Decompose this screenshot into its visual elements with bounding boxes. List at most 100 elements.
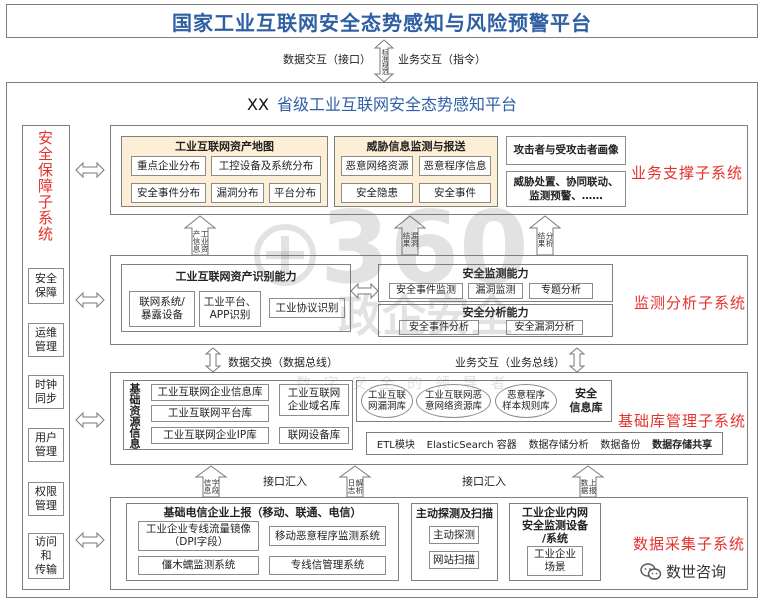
base-resource-item: 工业互联网 企业域名库 [279, 384, 349, 416]
up-arrow-vuln-result-label: 漏洞结果 [402, 231, 418, 247]
base-resource-item: 联网设备库 [279, 427, 349, 444]
security-subsystem-column: 安全 保障 运维 管理 时钟 同步 用户 管理 权限 管理 访问 和 传输 [22, 125, 70, 590]
asset-map-item: 安全事件分布 [131, 183, 206, 203]
national-platform-title: 国家工业互联网安全态势感知与风险预警平台 [172, 10, 592, 35]
telecom-item: 移动恶意程序监测系统 [269, 526, 386, 546]
threat-item: 安全事件 [419, 183, 491, 203]
threat-item: 恶意网络资源 [341, 156, 413, 176]
storage-item: ElasticSearch 容器 [426, 440, 517, 451]
asset-map-item: 漏洞分布 [211, 183, 264, 203]
base-library-label: 基础库管理子系统 [618, 412, 747, 430]
security-analysis-item: 安全事件分析 [399, 320, 479, 335]
interface-import-left-label: 接口汇入 [263, 475, 307, 488]
double-arrow-monitor-icon [75, 291, 105, 309]
enterprise-monitor-panel: 工业企业内网 安全监测设备 /系统 工业企业 场景 [509, 503, 601, 581]
data-exchange-interface-label: 数据交互（接口） [283, 53, 371, 66]
national-province-arrow-label: 标准规范 [380, 48, 388, 75]
base-resource-title: 基础资源信息 [128, 383, 141, 449]
business-exchange-command-label: 业务交互（指令） [398, 53, 486, 66]
security-monitor-item: 安全事件监测 [389, 283, 463, 299]
asset-id-item: 工业协议识别 [269, 298, 345, 318]
storage-item-highlight: 数据存储共享 [652, 440, 713, 451]
threat-item: 安全隐患 [341, 183, 413, 203]
brand-name: 数世咨询 [666, 563, 727, 581]
security-analysis-title: 安全分析能力 [462, 306, 529, 319]
monitor-analysis-layer: 工业互联网资产识别能力 联网系统/ 暴露设备 工业平台、 APP识别 工业协议识… [110, 255, 748, 345]
asset-map-item: 工控设备及系统分布 [211, 156, 321, 176]
asset-map-title: 工业互联网资产地图 [175, 140, 274, 153]
business-support-label: 业务支撑子系统 [631, 164, 744, 182]
security-monitor-title: 安全监测能力 [462, 267, 529, 280]
active-probe-title: 主动探测及扫描 [416, 507, 493, 520]
security-monitor-item: 专题分析 [529, 283, 593, 299]
up-arrow-report-data-label: 上报数据 [580, 478, 596, 494]
security-library-item: 恶意程序 样本规则库 [495, 384, 557, 418]
up-arrow-analysis-result-label: 分析结果 [537, 231, 553, 247]
base-resource-item: 工业互联网企业IP库 [151, 427, 269, 444]
security-analysis-panel: 安全分析能力 安全事件分析 安全漏洞分析 [378, 304, 613, 337]
up-arrow-parse-log-label: 解析日志 [347, 478, 363, 494]
threat-monitor-panel: 威胁信息监测与报送 恶意网络资源 恶意程序信息 安全隐患 安全事件 [334, 136, 498, 207]
monitor-analysis-label: 监测分析子系统 [634, 294, 747, 312]
storage-item: 数据存储分析 [528, 440, 589, 451]
double-arrow-business-icon [75, 161, 105, 179]
asset-id-item: 联网系统/ 暴露设备 [129, 291, 195, 327]
security-item-ops: 运维 管理 [28, 323, 64, 357]
national-platform-header: 国家工业互联网安全态势感知与风险预警平台 [6, 4, 758, 38]
asset-identification-title: 工业互联网资产识别能力 [175, 270, 297, 283]
storage-bar: ETL模块 ElasticSearch 容器 数据存储分析 数据备份 数据存储共… [366, 432, 723, 455]
asset-map-item: 重点企业分布 [131, 156, 206, 176]
data-bus-label: 数据交换（数据总线） [228, 356, 338, 369]
active-probe-panel: 主动探测及扫描 主动探测 网站扫描 [411, 503, 498, 581]
active-probe-item: 网站扫描 [429, 551, 479, 569]
threat-monitor-title: 威胁信息监测与报送 [366, 140, 466, 153]
business-bus-double-arrow-icon [568, 347, 586, 373]
security-item-access-transfer: 访问 和 传输 [28, 533, 64, 579]
active-probe-item: 主动探测 [429, 526, 479, 544]
security-monitor-panel: 安全监测能力 安全事件监测 漏洞监测 专题分析 [378, 264, 613, 302]
asset-identification-panel: 工业互联网资产识别能力 联网系统/ 暴露设备 工业平台、 APP识别 工业协议识… [121, 264, 351, 332]
up-arrow-asset-info-label: 工业资产信息 [192, 229, 208, 253]
data-bus-double-arrow-icon [204, 347, 222, 373]
security-item-permission: 权限 管理 [28, 482, 64, 516]
security-item-user-mgmt: 用户 管理 [28, 428, 64, 462]
telecom-item: 僵木蠕监测系统 [138, 556, 259, 575]
base-resource-item: 工业互联网平台库 [151, 405, 269, 422]
security-info-library-panel: 工业互联 网漏洞库 工业互联网恶 意网络资源库 恶意程序 样本规则库 安全 信息… [356, 380, 612, 422]
telecom-report-panel: 基础电信企业上报（移动、联通、电信） 工业企业专线流量镜像 （DPI字段） 移动… [126, 503, 399, 581]
telecom-report-title: 基础电信企业上报（移动、联通、电信） [163, 506, 362, 519]
double-arrow-collect-icon [75, 531, 105, 549]
security-monitor-item: 漏洞监测 [468, 283, 523, 299]
telecom-item: 工业企业专线流量镜像 （DPI字段） [138, 521, 259, 551]
storage-item: 数据备份 [600, 440, 641, 451]
interface-import-right-label: 接口汇入 [462, 475, 506, 488]
telecom-item: 专线信管理系统 [269, 556, 386, 575]
wechat-icon [640, 563, 662, 580]
up-arrow-field-info-label: 字段信息 [203, 478, 219, 494]
data-collection-label: 数据采集子系统 [633, 535, 746, 553]
security-analysis-item: 安全漏洞分析 [506, 320, 583, 335]
attacker-profile-panel: 攻击者与受攻击者画像 [506, 136, 626, 165]
security-library-title: 安全 信息库 [569, 387, 603, 414]
threat-disposal-panel: 威胁处置、协同联动、 监测预警、…… [506, 171, 626, 207]
security-item-clock-sync: 时钟 同步 [28, 375, 64, 409]
security-library-item: 工业互联网恶 意网络资源库 [416, 384, 491, 418]
double-arrow-baselib-icon [75, 411, 105, 429]
base-library-layer: 基础资源信息 工业互联网企业信息库 工业互联网平台库 工业互联网企业IP库 工业… [110, 372, 748, 465]
enterprise-monitor-title: 工业企业内网 安全监测设备 /系统 [522, 506, 588, 546]
double-arrow-capability-icon [350, 282, 379, 300]
asset-map-item: 平台分布 [269, 183, 321, 203]
data-collection-layer: 基础电信企业上报（移动、联通、电信） 工业企业专线流量镜像 （DPI字段） 移动… [110, 497, 748, 590]
asset-id-item: 工业平台、 APP识别 [199, 291, 261, 327]
base-resource-item: 工业互联网企业信息库 [151, 384, 269, 401]
storage-item: ETL模块 [376, 440, 415, 451]
business-bus-label: 业务交互（业务总线） [455, 356, 565, 369]
province-title-text: 省级工业互联网安全态势感知平台 [276, 95, 517, 114]
asset-map-panel: 工业互联网资产地图 重点企业分布 工控设备及系统分布 安全事件分布 漏洞分布 平… [121, 136, 328, 207]
threat-item: 恶意程序信息 [419, 156, 491, 176]
security-item-guarantee: 安全 保障 [28, 268, 64, 304]
security-subsystem-label: 安全保障子系统 [36, 130, 54, 242]
base-resource-panel: 基础资源信息 工业互联网企业信息库 工业互联网平台库 工业互联网企业IP库 工业… [123, 380, 353, 450]
